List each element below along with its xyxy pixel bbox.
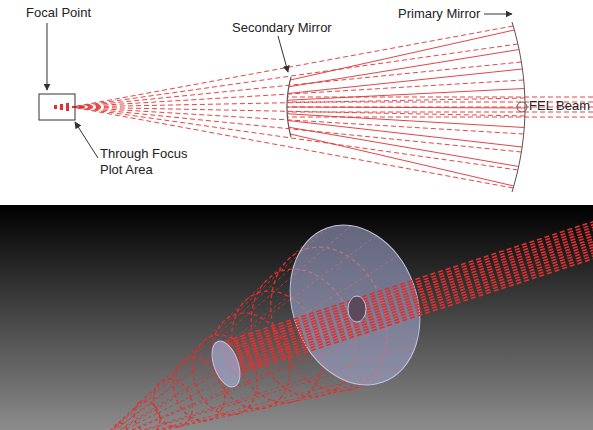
part-label: Primary Mirror: [398, 6, 480, 22]
leader-arrow: [278, 36, 288, 72]
ray: [95, 384, 359, 430]
ray: [72, 62, 521, 107]
fel-beam-3d: [224, 234, 593, 356]
ray: [95, 354, 312, 430]
mirror-hole-3d: [348, 296, 366, 322]
fel-beam-3d: [230, 255, 593, 377]
part-label: Focal Point: [26, 5, 91, 21]
fel-beam-3d: [225, 237, 593, 359]
ray: [72, 98, 525, 107]
focal-spot: [60, 104, 63, 110]
part-label: Secondary Mirror: [232, 20, 332, 36]
label-text: FEL Beam: [529, 98, 590, 113]
fel-beam-3d: [225, 239, 593, 361]
ray: [72, 44, 518, 107]
ray: [95, 266, 294, 430]
leader-arrow: [484, 14, 512, 15]
ray: [95, 374, 334, 430]
fel-beam-3d: [227, 245, 593, 367]
plot-area-box: [39, 94, 75, 120]
ray: [290, 134, 514, 186]
ray: [288, 121, 522, 148]
focal-spot: [54, 105, 57, 109]
fel-beam-ray: [287, 97, 593, 98]
part-label: Through Focus Plot Area: [100, 146, 196, 178]
fel-beam-3d: [229, 252, 593, 374]
fel-beam-3d: [221, 226, 593, 348]
fel-beam-3d: [226, 242, 593, 364]
fel-beam-3d: [223, 232, 593, 354]
ray: [290, 30, 514, 80]
fel-beam-3d: [221, 224, 593, 346]
fel-beam-3d: [220, 221, 593, 343]
label-text: Focal Point: [26, 5, 91, 20]
ray-trace-3d: [95, 207, 593, 430]
ray: [72, 107, 513, 188]
label-text: Primary Mirror: [398, 6, 480, 21]
ray: [287, 114, 524, 128]
leader-arrow: [75, 122, 98, 158]
fel-beam-3d: [228, 247, 593, 369]
fel-beam-3d: [222, 229, 593, 351]
ray: [72, 107, 521, 152]
focal-spot: [66, 103, 69, 111]
ray: [95, 326, 297, 430]
part-label: FEL Beam: [529, 98, 590, 114]
label-text: Through Focus Plot Area: [100, 146, 187, 177]
fel-beam-ray: [287, 117, 593, 118]
fel-beam-3d: [229, 250, 593, 372]
secondary-mirror-3d: [207, 337, 246, 390]
leader-arrow: [47, 23, 48, 90]
ray: [95, 382, 383, 430]
label-text: Secondary Mirror: [232, 20, 332, 35]
ray: [288, 69, 523, 94]
ray: [95, 295, 290, 430]
ray: [72, 26, 513, 107]
ray-trace-2d: [54, 22, 593, 192]
